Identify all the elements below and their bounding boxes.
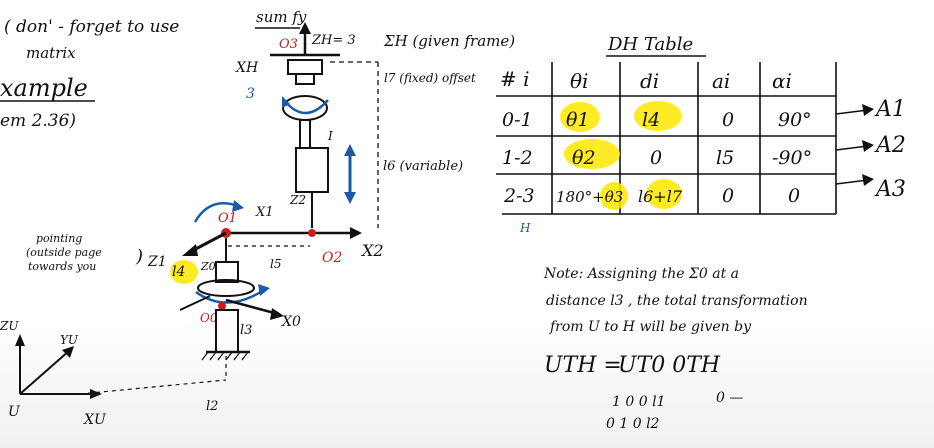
dh-row3-alpha: 0 [788, 185, 800, 207]
label-u: U [8, 404, 21, 420]
equation-rhs: UT0 0TH [618, 353, 721, 378]
label-o0: O0 [200, 311, 218, 325]
label-sigma-h: ΣH (given frame) [383, 32, 515, 50]
dh-row1-i: 0-1 [502, 109, 533, 131]
dh-header-d: di [640, 69, 659, 93]
dh-row1-theta: θ1 [566, 109, 590, 131]
example-heading: xample [0, 74, 88, 102]
note-line-3: from U to H will be given by [549, 319, 752, 335]
note-matrix: matrix [26, 44, 76, 62]
label-o3: O3 [279, 37, 298, 52]
dh-row1-d: l4 [642, 109, 660, 131]
universal-frame: ZU YU U XU [0, 319, 107, 428]
note-block: Note: Assigning the Σ0 at a distance l3 … [543, 266, 808, 335]
dh-row3-theta: 180°+θ3 [556, 188, 623, 206]
label-l2: l2 [206, 399, 218, 414]
label-z0: Z0 [200, 260, 216, 273]
dh-row2-d: 0 [650, 147, 662, 169]
label-y-u: YU [60, 333, 79, 347]
label-z2: Z2 [289, 193, 306, 207]
label-l5: l5 [270, 257, 281, 271]
note-line-2: distance l3 , the total transformation [546, 293, 808, 309]
problem-ref: em 2.36) [0, 111, 76, 131]
dh-row1-alpha: 90° [778, 109, 812, 131]
dh-row3-d: l6+l7 [638, 187, 683, 206]
label-o1: O1 [218, 211, 237, 226]
dh-row2-theta: θ2 [572, 147, 596, 169]
dh-row2-A: A2 [874, 133, 906, 158]
robot-diagram: ZH= 3 ΣH (given frame) O3 XH 3 l7 (fixed… [26, 22, 515, 414]
note-sum-fy: sum fy [256, 8, 307, 26]
label-pointing-1: pointing [36, 232, 82, 245]
label-o2: O2 [322, 250, 342, 266]
label-l7: l7 (fixed) offset [384, 71, 476, 85]
label-x1: X1 [255, 205, 274, 220]
label-pointing-2: (outside page [26, 246, 102, 259]
label-pointing-3: towards you [28, 260, 96, 273]
equation-lhs: UTH = [544, 353, 622, 378]
dh-row2-alpha: -90° [772, 147, 812, 169]
label-x-u: XU [83, 412, 107, 428]
dh-row2-a: l5 [716, 147, 734, 169]
label-x0: X0 [281, 314, 301, 330]
label-z-u: ZU [0, 319, 19, 333]
dh-row3-i: 2-3 [503, 185, 535, 207]
label-x-h-num: 3 [246, 86, 255, 102]
equation-trail: 0 — [716, 390, 743, 406]
label-joint-i: I [327, 129, 333, 143]
dh-row1-A: A1 [874, 97, 906, 122]
label-x2: X2 [360, 241, 384, 260]
equation-matrix-row-1: 1 0 0 l1 [612, 394, 665, 410]
label-l6: l6 (variable) [383, 159, 463, 174]
note-dont-forget: ( don' - forget to use [4, 17, 179, 37]
dh-header-a: ai [712, 69, 730, 93]
dh-table: DH Table # i θi di ai αi 0-1 θ1 l4 0 [496, 34, 906, 235]
dh-table-title: DH Table [607, 34, 693, 55]
label-l3: l3 [240, 323, 252, 338]
dh-header-i: # i [500, 67, 530, 91]
note-line-1: Note: Assigning the Σ0 at a [543, 266, 739, 282]
label-x-h: XH [235, 60, 259, 76]
equation-block: UTH = UT0 0TH 1 0 0 l1 0 1 0 l2 0 — [544, 353, 743, 432]
label-z1: Z1 [147, 254, 167, 270]
dh-h-mark: H [519, 221, 531, 235]
dh-header-alpha: αi [772, 69, 792, 93]
svg-text:): ) [135, 246, 143, 267]
dh-row3-A: A3 [874, 177, 906, 202]
dh-row1-a: 0 [722, 109, 734, 131]
dh-row2-i: 1-2 [502, 147, 533, 169]
dh-row3-a: 0 [722, 185, 734, 207]
label-l4-diagram: l4 [172, 264, 185, 280]
dh-header-theta: θi [570, 69, 588, 93]
label-z-h: ZH= 3 [311, 33, 356, 48]
equation-matrix-row-2: 0 1 0 l2 [606, 416, 660, 432]
